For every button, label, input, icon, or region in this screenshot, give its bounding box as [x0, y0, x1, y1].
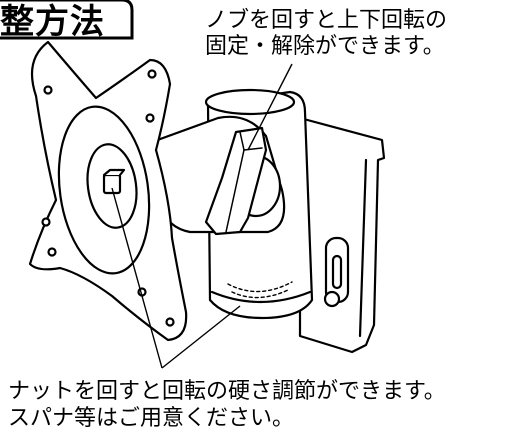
lock-knob — [204, 126, 268, 236]
title-tab-frame — [0, 0, 134, 40]
nut-callout: ナットを回すと回転の硬さ調節ができます。 スパナ等はご用意ください。 — [8, 378, 446, 432]
leader-knob — [247, 63, 293, 151]
mount-hole — [41, 217, 51, 227]
leader-nut-left — [111, 187, 163, 369]
leader-nut-right — [161, 305, 241, 369]
mount-hole — [47, 247, 57, 257]
nut-callout-line2: スパナ等はご用意ください。 — [8, 406, 295, 431]
mount-hole — [147, 69, 157, 79]
mount-hole — [145, 113, 155, 123]
adjust-nut — [323, 290, 341, 308]
section-title-tab: 整方法 — [0, 0, 134, 42]
mount-hole — [165, 317, 175, 327]
knob-callout-line2: 固定・解除ができます。 — [205, 34, 445, 59]
nut-callout-line1: ナットを回すと回転の硬さ調節ができます。 — [8, 379, 446, 404]
section-title: 整方法 — [0, 2, 105, 42]
knob-callout: ノブを回すと上下回転の 固定・解除ができます。 — [205, 8, 447, 60]
knob-callout-line1: ノブを回すと上下回転の — [205, 8, 448, 33]
wall-bracket — [298, 116, 386, 354]
mount-hole — [43, 85, 53, 95]
